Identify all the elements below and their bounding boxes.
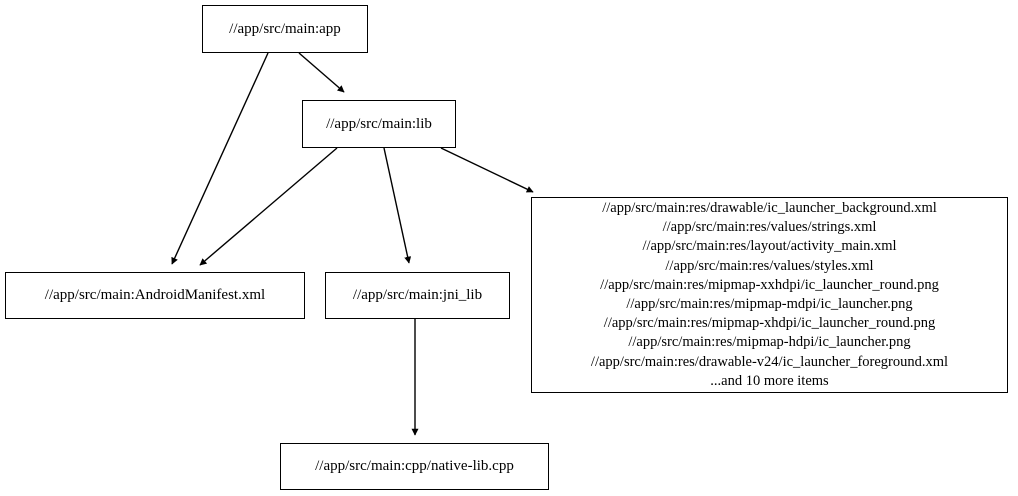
node-jni-lib[interactable]: //app/src/main:jni_lib xyxy=(325,272,510,319)
node-app-label: //app/src/main:app xyxy=(229,20,341,37)
edge-app-to-manifest xyxy=(171,52,269,265)
node-android-manifest-label: //app/src/main:AndroidManifest.xml xyxy=(44,287,266,303)
node-app[interactable]: //app/src/main:app xyxy=(202,5,368,53)
node-lib[interactable]: //app/src/main:lib xyxy=(302,100,456,148)
edge-lib-to-manifest xyxy=(199,147,338,266)
node-resources-group[interactable]: //app/src/main:res/drawable/ic_launcher_… xyxy=(531,197,1008,393)
node-android-manifest[interactable]: //app/src/main:AndroidManifest.xml xyxy=(5,272,305,319)
edge-app-to-lib xyxy=(298,52,345,93)
node-resources-group-label: //app/src/main:res/drawable/ic_launcher_… xyxy=(590,199,949,389)
node-native-lib-cpp[interactable]: //app/src/main:cpp/native-lib.cpp xyxy=(280,443,549,490)
node-jni-lib-label: //app/src/main:jni_lib xyxy=(352,287,483,303)
node-native-lib-cpp-label: //app/src/main:cpp/native-lib.cpp xyxy=(315,458,514,474)
edge-lib-to-resources xyxy=(440,147,534,193)
edge-lib-to-jni-lib xyxy=(383,147,412,264)
node-lib-label: //app/src/main:lib xyxy=(326,115,432,132)
